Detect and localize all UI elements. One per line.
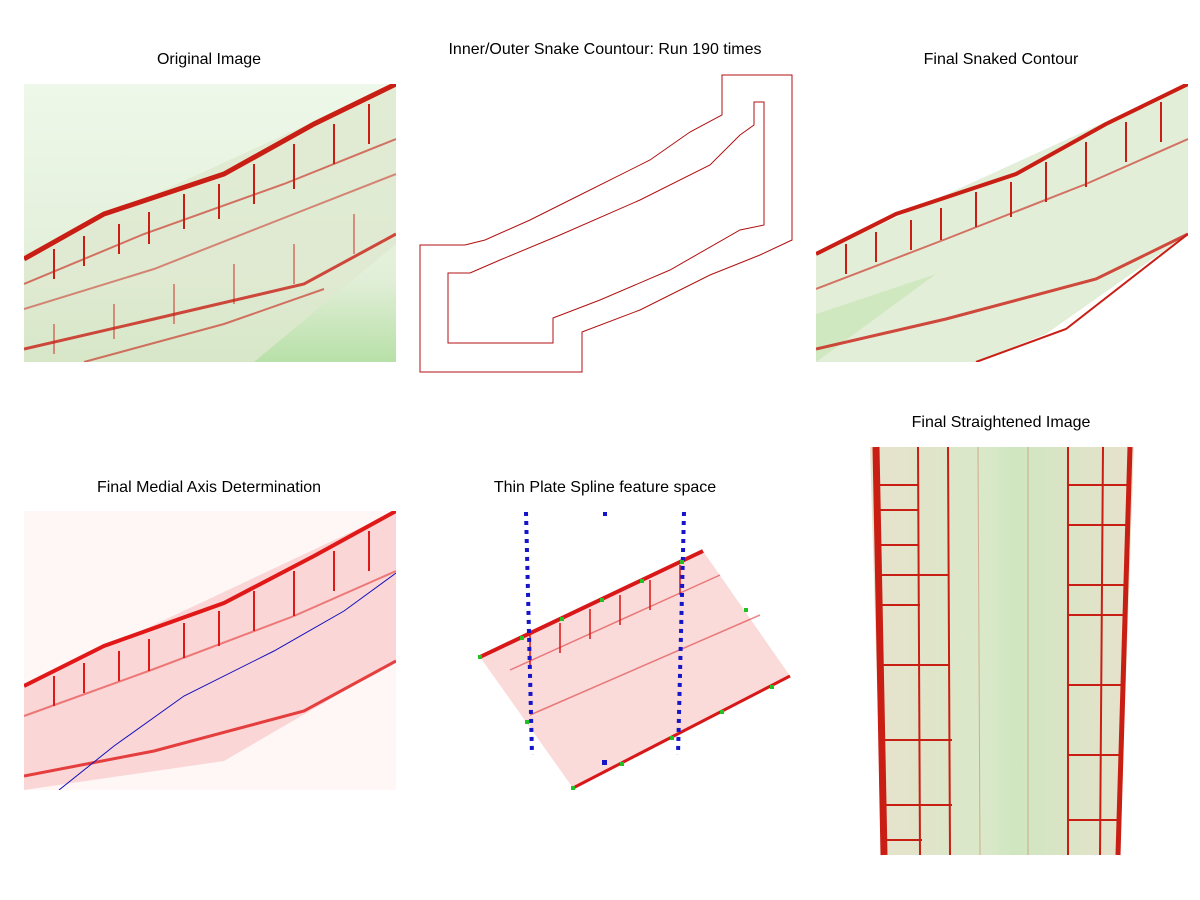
medial-axis-image	[24, 511, 396, 790]
straightened-image	[870, 446, 1134, 856]
final-snaked-contour-title: Final Snaked Contour	[923, 51, 1079, 68]
medial-axis-line	[58, 572, 396, 790]
snake-contour-plot	[419, 74, 793, 373]
inner-contour	[447, 101, 765, 344]
medial-axis-title: Final Medial Axis Determination	[96, 479, 322, 496]
original-image	[24, 84, 396, 362]
tps-feature-space-plot	[478, 511, 791, 790]
tps-feature-space-title: Thin Plate Spline feature space	[493, 479, 717, 496]
original-image-title: Original Image	[156, 51, 262, 68]
landmark-points	[478, 560, 774, 790]
outer-contour	[419, 74, 793, 373]
straightened-image-title: Final Straightened Image	[911, 414, 1091, 431]
snake-contour-title: Inner/Outer Snake Countour: Run 190 time…	[448, 41, 762, 58]
final-snaked-contour-image	[816, 84, 1188, 362]
